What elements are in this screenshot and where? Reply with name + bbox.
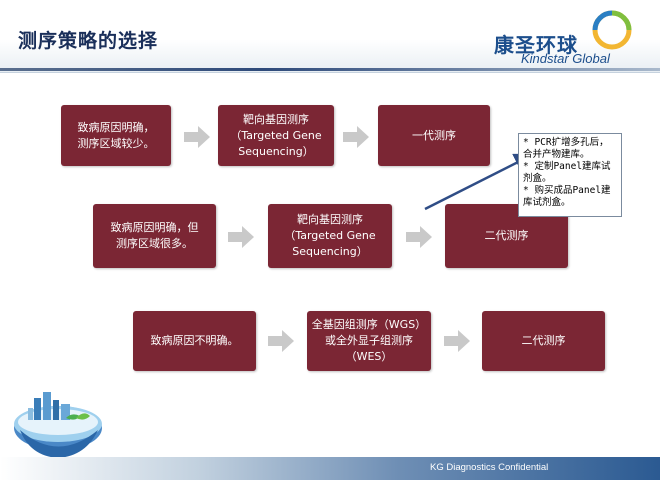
- row2-method-box: 靶向基因测序 （Targeted Gene Sequencing）: [268, 204, 392, 268]
- row2-arrow-2-icon: [406, 226, 432, 248]
- company-name-cn: 康圣环球: [494, 33, 578, 57]
- row1-method-box: 靶向基因测序 （Targeted Gene Sequencing）: [218, 105, 334, 166]
- row3-method-box: 全基因组测序（WGS） 或全外显子组测序 （WES）: [307, 311, 431, 371]
- row1-platform-box: 一代测序: [378, 105, 490, 166]
- row3-method-text: 全基因组测序（WGS） 或全外显子组测序 （WES）: [311, 318, 427, 363]
- row3-cause-text: 致病原因不明确。: [150, 334, 239, 347]
- row1-arrow-1-icon: [184, 126, 210, 148]
- company-logo-icon: [592, 10, 632, 50]
- company-name-en: Kindstar Global: [521, 51, 610, 66]
- row3-platform-box: 二代测序: [482, 311, 605, 371]
- row1-platform-text: 一代测序: [412, 128, 456, 142]
- row2-cause-box: 致病原因明确，但 测序区域很多。: [93, 204, 216, 268]
- slide-title: 测序策略的选择: [18, 30, 159, 52]
- row2-method-text: 靶向基因测序 （Targeted Gene Sequencing）: [284, 213, 376, 258]
- row3-arrow-2-icon: [444, 330, 470, 352]
- header-divider-thin: [0, 72, 660, 73]
- footer-band: [0, 457, 660, 480]
- row1-cause-text: 致病原因明确， 测序区域较少。: [77, 120, 155, 150]
- row2-platform-text: 二代测序: [484, 229, 529, 242]
- row2-arrow-1-icon: [228, 226, 254, 248]
- row2-cause-text: 致病原因明确，但 测序区域很多。: [110, 221, 199, 250]
- row1-arrow-2-icon: [343, 126, 369, 148]
- globe-city-icon: [14, 392, 102, 458]
- row1-method-text: 靶向基因测序 （Targeted Gene Sequencing）: [230, 112, 322, 158]
- row3-platform-text: 二代测序: [521, 334, 566, 347]
- header-divider: [0, 68, 660, 71]
- row3-cause-box: 致病原因不明确。: [133, 311, 256, 371]
- row3-arrow-1-icon: [268, 330, 294, 352]
- row1-cause-box: 致病原因明确， 测序区域较少。: [61, 105, 171, 166]
- footer-confidential-text: KG Diagnostics Confidential: [430, 462, 549, 473]
- slide-header: [0, 0, 660, 72]
- note-box: * PCR扩增多孔后， 合并产物建库。 * 定制Panel建库试 剂盒。 * 购…: [518, 133, 622, 217]
